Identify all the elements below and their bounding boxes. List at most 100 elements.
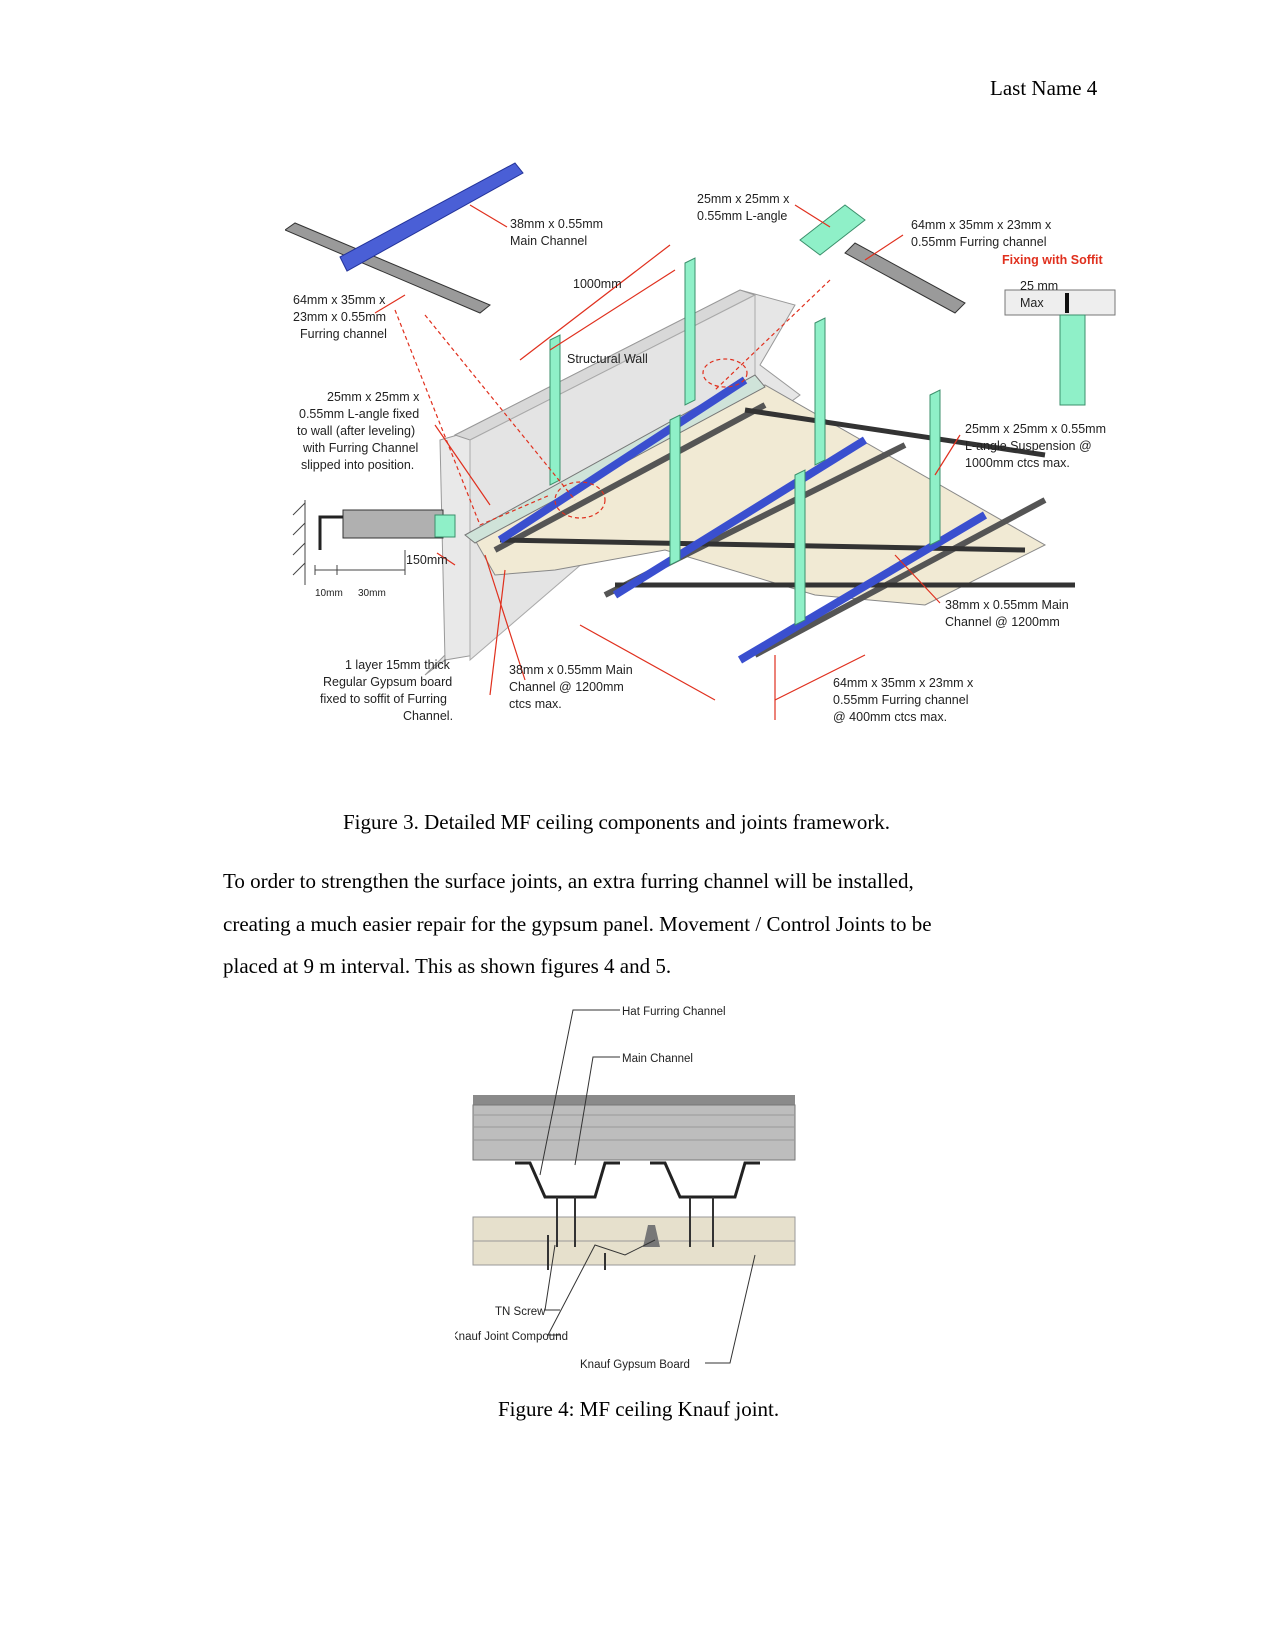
svg-text:Channel @ 1200mm: Channel @ 1200mm xyxy=(509,680,624,694)
label-main-channel-bottom-1: 38mm x 0.55mm Main xyxy=(509,663,633,677)
label-main-channel-top-1: 38mm x 0.55mm xyxy=(510,217,603,231)
paragraph-line-1: To order to strengthen the surface joint… xyxy=(223,869,914,893)
svg-text:64mm x 35mm x: 64mm x 35mm x xyxy=(293,293,386,307)
label-gypsum-layer-1: 1 layer 15mm thick xyxy=(345,658,451,672)
label-fixing-soffit: Fixing with Soffit xyxy=(1002,253,1104,267)
label-main-channel-top-2: Main Channel xyxy=(510,234,587,248)
label-structural-wall: Structural Wall xyxy=(567,352,648,366)
svg-text:Structural Wall: Structural Wall xyxy=(567,352,648,366)
furring-channel-top-left xyxy=(285,222,491,314)
svg-text:Fixing with Soffit: Fixing with Soffit xyxy=(1002,253,1104,267)
label-l-angle-top-1: 25mm x 25mm x xyxy=(697,192,790,206)
label-furring-top-right-1: 64mm x 35mm x 23mm x xyxy=(911,218,1052,232)
svg-text:Knauf Joint Compound: Knauf Joint Compound xyxy=(455,1331,568,1343)
svg-text:Regular Gypsum board: Regular Gypsum board xyxy=(323,675,452,689)
svg-text:64mm x 35mm x 23mm x: 64mm x 35mm x 23mm x xyxy=(911,218,1052,232)
leader-lines xyxy=(539,1009,756,1364)
main-channel-band xyxy=(472,1104,796,1161)
label-dim-30: 30mm xyxy=(358,588,386,599)
svg-text:Hat Furring Channel: Hat Furring Channel xyxy=(622,1006,726,1018)
label-furring-bottom-3: @ 400mm ctcs max. xyxy=(833,710,947,724)
label-furring-top-right-2: 0.55mm Furring channel xyxy=(911,235,1046,249)
hat-furring-channels xyxy=(515,1161,760,1199)
label-l-angle-wall-2: 0.55mm L-angle fixed xyxy=(299,407,419,421)
l-angle-detail xyxy=(799,204,866,256)
svg-text:25mm x 25mm x 0.55mm: 25mm x 25mm x 0.55mm xyxy=(965,422,1106,436)
label-tn-screw: TN Screw xyxy=(495,1306,546,1318)
svg-text:0.55mm L-angle fixed: 0.55mm L-angle fixed xyxy=(299,407,419,421)
svg-text:TN Screw: TN Screw xyxy=(495,1306,546,1318)
main-channel-top-left xyxy=(339,162,524,272)
svg-text:23mm x 0.55mm: 23mm x 0.55mm xyxy=(293,310,386,324)
label-main-channel-right-2: Channel @ 1200mm xyxy=(945,615,1060,629)
svg-text:Channel @ 1200mm: Channel @ 1200mm xyxy=(945,615,1060,629)
svg-text:25mm x 25mm x: 25mm x 25mm x xyxy=(697,192,790,206)
svg-text:slipped into position.: slipped into position. xyxy=(301,458,414,472)
page-header: Last Name 4 xyxy=(990,76,1098,100)
label-max-2: Max xyxy=(1020,296,1044,310)
gypsum-board-bottom xyxy=(472,1240,796,1266)
furring-channel-top-right xyxy=(844,242,966,314)
paragraph-line-3: placed at 9 m interval. This as shown fi… xyxy=(223,954,672,978)
svg-text:Channel.: Channel. xyxy=(403,709,453,723)
main-channel-top-edge xyxy=(473,1095,795,1105)
label-l-angle-suspension-2: L-angle Suspension @ xyxy=(965,439,1092,453)
svg-text:0.55mm L-angle: 0.55mm L-angle xyxy=(697,209,787,223)
svg-text:Furring channel: Furring channel xyxy=(300,327,387,341)
label-furring-left-3: Furring channel xyxy=(300,327,387,341)
label-gypsum-layer-3: fixed to soffit of Furring xyxy=(320,692,447,706)
soffit-detail xyxy=(1004,289,1116,406)
paragraph-line-2: creating a much easier repair for the gy… xyxy=(223,911,932,936)
svg-text:10mm: 10mm xyxy=(315,588,343,599)
svg-text:@ 400mm ctcs max.: @ 400mm ctcs max. xyxy=(833,710,947,724)
svg-text:fixed to soffit of Furring: fixed to soffit of Furring xyxy=(320,692,447,706)
label-joint-compound: Knauf Joint Compound xyxy=(455,1331,568,1343)
label-l-angle-suspension-1: 25mm x 25mm x 0.55mm xyxy=(965,422,1106,436)
svg-text:25 mm: 25 mm xyxy=(1020,279,1058,293)
label-main-channel: Main Channel xyxy=(622,1053,693,1065)
label-l-angle-top-2: 0.55mm L-angle xyxy=(697,209,787,223)
label-furring-bottom-1: 64mm x 35mm x 23mm x xyxy=(833,676,974,690)
label-l-angle-wall-1: 25mm x 25mm x xyxy=(327,390,420,404)
svg-text:30mm: 30mm xyxy=(358,588,386,599)
svg-text:Max: Max xyxy=(1020,296,1044,310)
body-paragraph: To order to strengthen the surface joint… xyxy=(223,860,1103,988)
label-gypsum-layer-2: Regular Gypsum board xyxy=(323,675,452,689)
svg-text:1000mm: 1000mm xyxy=(573,277,622,291)
joint-compound-fill xyxy=(643,1225,660,1247)
label-dim-150: 150mm xyxy=(406,553,448,567)
label-l-angle-wall-3: to wall (after leveling) xyxy=(297,424,415,438)
label-l-angle-wall-4: with Furring Channel xyxy=(302,441,418,455)
svg-text:L-angle Suspension @: L-angle Suspension @ xyxy=(965,439,1092,453)
label-max-1: 25 mm xyxy=(1020,279,1058,293)
label-l-angle-wall-5: slipped into position. xyxy=(301,458,414,472)
label-main-channel-bottom-2: Channel @ 1200mm xyxy=(509,680,624,694)
svg-text:Knauf Gypsum Board: Knauf Gypsum Board xyxy=(580,1359,690,1371)
svg-text:Main Channel: Main Channel xyxy=(622,1053,693,1065)
svg-text:ctcs max.: ctcs max. xyxy=(509,697,562,711)
l-angle-suspensions xyxy=(549,257,941,626)
label-hat-furring: Hat Furring Channel xyxy=(622,1006,726,1018)
wall-bracket-detail xyxy=(292,500,456,585)
svg-text:25mm x 25mm x: 25mm x 25mm x xyxy=(327,390,420,404)
svg-text:Main Channel: Main Channel xyxy=(510,234,587,248)
figure-3-diagram: 38mm x 0.55mm Main Channel 25mm x 25mm x… xyxy=(285,155,1165,755)
svg-text:38mm x 0.55mm Main: 38mm x 0.55mm Main xyxy=(945,598,1069,612)
svg-text:0.55mm Furring channel: 0.55mm Furring channel xyxy=(911,235,1046,249)
label-gypsum-layer-4: Channel. xyxy=(403,709,453,723)
label-dim-1000: 1000mm xyxy=(573,277,622,291)
label-main-channel-bottom-3: ctcs max. xyxy=(509,697,562,711)
leader-lines xyxy=(374,204,961,720)
label-furring-bottom-2: 0.55mm Furring channel xyxy=(833,693,968,707)
gypsum-board-top xyxy=(472,1216,796,1242)
main-channels xyxy=(497,376,988,664)
figure-4-diagram: Hat Furring Channel Main Channel TN Scre… xyxy=(455,985,815,1375)
svg-text:1 layer 15mm thick: 1 layer 15mm thick xyxy=(345,658,451,672)
svg-text:0.55mm Furring channel: 0.55mm Furring channel xyxy=(833,693,968,707)
svg-text:38mm x 0.55mm: 38mm x 0.55mm xyxy=(510,217,603,231)
figure-3-caption: Figure 3. Detailed MF ceiling components… xyxy=(343,810,891,834)
label-main-channel-right-1: 38mm x 0.55mm Main xyxy=(945,598,1069,612)
label-l-angle-suspension-3: 1000mm ctcs max. xyxy=(965,456,1070,470)
figure-4-caption: Figure 4: MF ceiling Knauf joint. xyxy=(498,1397,780,1421)
svg-text:64mm x 35mm x 23mm x: 64mm x 35mm x 23mm x xyxy=(833,676,974,690)
